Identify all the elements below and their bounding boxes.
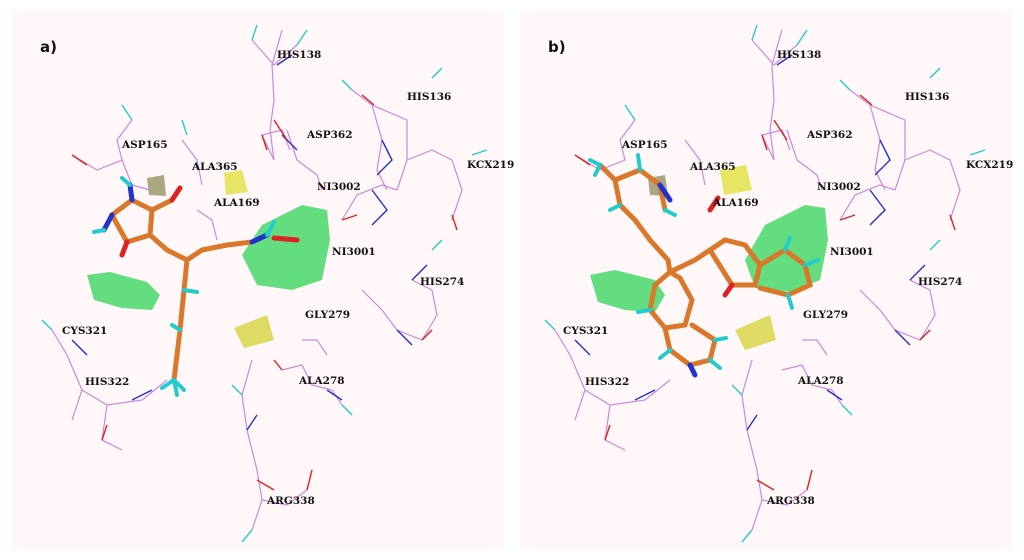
green-surface-small — [87, 272, 160, 310]
yellow-surface-1 — [720, 165, 752, 195]
yellow-surface-2 — [735, 315, 776, 350]
residue-label: ALA169 — [712, 197, 759, 209]
residue-label: NI3002 — [317, 181, 361, 193]
panel-b-scene: HIS138 HIS136 ASP165 ASP362 ALA365 KCX21… — [544, 24, 1013, 543]
residue-label: HIS322 — [85, 376, 129, 388]
oxygen-bonds — [71, 94, 458, 491]
residue-label: GLY279 — [305, 309, 350, 321]
residue-label: ALA278 — [797, 375, 844, 387]
residue-label: NI3001 — [830, 246, 874, 258]
oxygen-bonds — [574, 94, 956, 491]
residue-label: ALA365 — [191, 161, 238, 173]
residue-label: HIS138 — [277, 49, 321, 61]
residue-label: CYS321 — [62, 325, 107, 337]
residue-label: HIS274 — [918, 276, 962, 288]
residue-label: ARG338 — [766, 495, 815, 507]
residue-label: ALA169 — [213, 197, 260, 209]
green-surface-small — [590, 270, 665, 312]
olive-surface — [147, 175, 166, 196]
residue-label: NI3001 — [332, 246, 376, 258]
panel-a: HIS138 HIS136 ASP165 ASP362 ALA365 KCX21… — [12, 10, 514, 550]
residue-label: ASP362 — [306, 129, 353, 141]
residue-label: ALA365 — [689, 161, 736, 173]
ligand-b — [588, 153, 820, 378]
hydrogen-bonds — [544, 24, 986, 543]
residue-wireframe — [554, 29, 961, 531]
yellow-surface-1 — [224, 170, 248, 195]
residue-label: HIS136 — [407, 91, 451, 103]
ligand-a — [92, 176, 300, 397]
green-surface-large — [242, 205, 330, 290]
residue-label: ASP362 — [806, 129, 853, 141]
residue-label: KCX219 — [467, 159, 514, 171]
residue-label: ASP165 — [621, 139, 668, 151]
residue-label: HIS136 — [905, 91, 949, 103]
residue-label: NI3002 — [817, 181, 861, 193]
residue-label: HIS274 — [420, 276, 464, 288]
residue-label: ASP165 — [121, 139, 168, 151]
residue-label: ARG338 — [266, 495, 315, 507]
residue-label: KCX219 — [966, 159, 1013, 171]
panel-b: HIS138 HIS136 ASP165 ASP362 ALA365 KCX21… — [520, 10, 1013, 550]
panel-label-b: b) — [548, 38, 566, 56]
nitrogen-bonds — [574, 54, 926, 431]
residue-label: CYS321 — [563, 325, 608, 337]
residue-label: GLY279 — [803, 309, 848, 321]
residue-label: ALA278 — [298, 375, 345, 387]
nitrogen-bonds — [71, 54, 428, 431]
residue-label: HIS322 — [585, 376, 629, 388]
yellow-surface-2 — [234, 315, 274, 348]
hydrogen-bonds — [41, 24, 488, 543]
panel-label-a: a) — [40, 38, 57, 56]
residue-label: HIS138 — [777, 49, 821, 61]
panel-a-scene: HIS138 HIS136 ASP165 ASP362 ALA365 KCX21… — [41, 24, 514, 543]
